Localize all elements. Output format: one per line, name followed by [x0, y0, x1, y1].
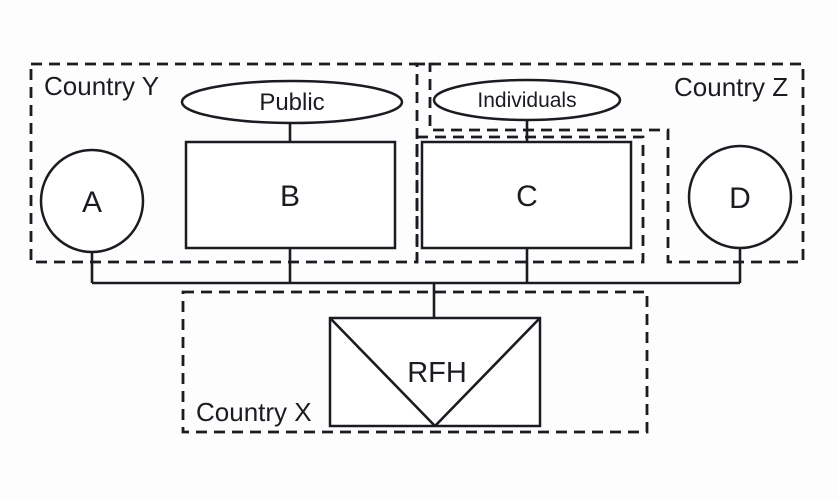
node-b-label: B [280, 180, 300, 213]
public-label: Public [259, 89, 324, 116]
node-c-rect [420, 140, 633, 250]
country-y-label: Country Y [44, 71, 159, 101]
node-c-label: C [516, 180, 538, 213]
rfh-diagonals [329, 317, 541, 427]
node-d-label: D [729, 182, 751, 215]
country-z-region [428, 62, 805, 264]
node-d-circle [687, 144, 793, 250]
rfh-label: RFH [407, 357, 467, 389]
country-x-region [181, 290, 649, 434]
node-b-rect [184, 140, 397, 250]
country-x-label: Country X [196, 397, 312, 427]
public-ellipse [180, 79, 404, 125]
country-z-label: Country Z [674, 72, 788, 102]
individuals-ellipse [432, 78, 622, 122]
node-a-circle [39, 148, 145, 254]
c-group-region [415, 135, 645, 264]
individuals-label: Individuals [477, 89, 576, 112]
node-a-label: A [82, 186, 102, 219]
rfh-box [328, 316, 542, 428]
country-y-region [29, 62, 419, 264]
